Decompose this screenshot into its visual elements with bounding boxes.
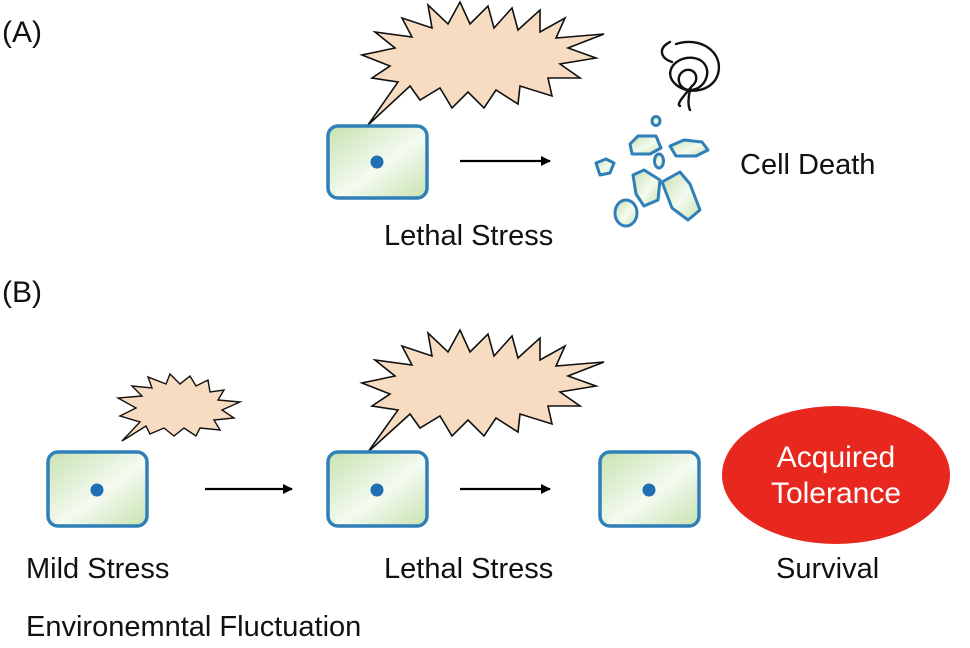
fragment [628,134,663,156]
tolerance-line1: Acquired [777,441,895,474]
acquired-tolerance-badge [722,406,950,544]
fragment [594,157,616,177]
nucleus-a [370,155,384,169]
lethal-stress-label-a: Lethal Stress [384,220,553,252]
mild-stress-label: Mild Stress [26,553,169,585]
cell-fragments [594,115,710,228]
nucleus-b3 [642,483,656,497]
swirl-icon [660,40,721,112]
nucleus-b2 [370,483,384,497]
fragment [660,170,702,222]
tolerance-line2: Tolerance [771,477,901,510]
cell-death-label: Cell Death [740,149,875,181]
panel-b-label: (B) [2,276,42,309]
lethal-stress-burst-b [359,328,605,453]
lethal-stress-label-b: Lethal Stress [384,553,553,585]
fragment [650,115,662,127]
mild-stress-burst [115,372,243,442]
fragment [631,168,662,208]
footer-caption: Environemntal Fluctuation [26,611,361,643]
lethal-stress-burst-a [359,0,605,126]
nucleus-b1 [90,483,104,497]
fragment [613,198,639,228]
fragment [653,152,665,170]
panel-a-label: (A) [2,16,42,49]
fragment [668,138,710,158]
survival-label: Survival [776,553,879,585]
